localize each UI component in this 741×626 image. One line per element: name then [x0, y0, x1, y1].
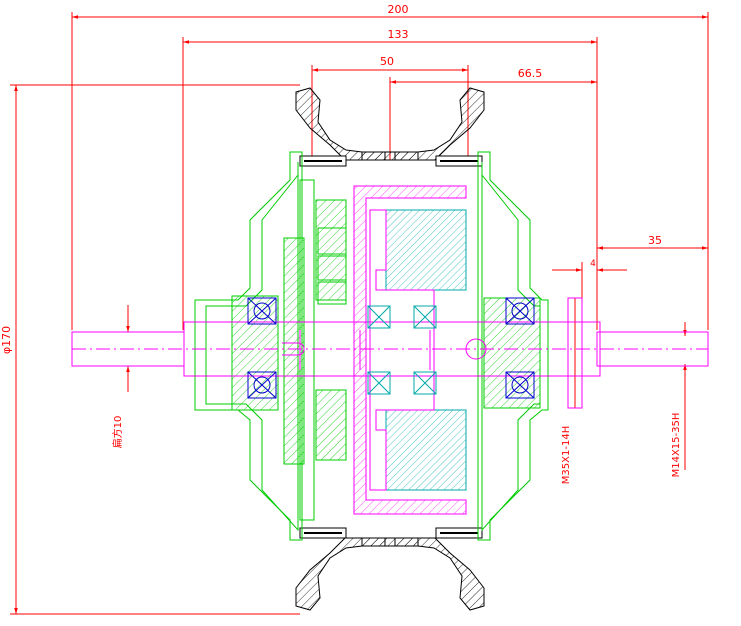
- dim-35: 35: [648, 234, 662, 247]
- bearing-right-top: [505, 297, 535, 325]
- axle-slot-left: [282, 342, 305, 356]
- bearing-inner: [367, 305, 437, 395]
- rim-bottom-bridge: [361, 537, 419, 547]
- dim-4: 4: [590, 259, 596, 269]
- locknut-right: [567, 297, 583, 409]
- rim-bottom-section-r: [394, 537, 485, 611]
- bearings: [247, 297, 535, 399]
- rim-top-section-r: [394, 87, 485, 161]
- rotor-frame: [353, 185, 467, 515]
- bearing-left-top: [247, 297, 277, 325]
- axle-hole-right: [465, 338, 487, 360]
- rim-top-section: [295, 87, 386, 161]
- right-end-cap: [477, 151, 549, 541]
- gear-left-bottom: [315, 389, 347, 461]
- axle-right-end: [596, 331, 709, 367]
- dim-200: 200: [388, 3, 409, 16]
- axle: [71, 321, 709, 377]
- dim-66-5: 66.5: [518, 67, 543, 80]
- rim-bottom-section: [295, 537, 386, 611]
- right-hub-body: [483, 297, 541, 409]
- bearing-right-bottom: [505, 371, 535, 399]
- gear-left-top: [315, 199, 347, 301]
- left-spider: [283, 237, 305, 465]
- dim-flat-note: 扁方10: [111, 416, 124, 449]
- dim-phi-170: φ170: [0, 326, 13, 354]
- dimension-lines: [10, 12, 709, 615]
- stator-bottom: [385, 409, 467, 491]
- dim-thread-small: M14X15-35H: [671, 413, 682, 478]
- stator-top: [385, 209, 467, 291]
- dim-133: 133: [388, 28, 409, 41]
- bearing-left-bottom: [247, 371, 277, 399]
- dimension-labels: 200 133 50 66.5 35 4 φ170 M14X15-35H M35…: [0, 3, 682, 484]
- dim-50: 50: [380, 55, 394, 68]
- rim: [295, 87, 485, 611]
- motor-core: [353, 185, 467, 515]
- dim-thread-large: M35X1-14H: [561, 426, 572, 484]
- rim-top-bridge: [361, 151, 419, 161]
